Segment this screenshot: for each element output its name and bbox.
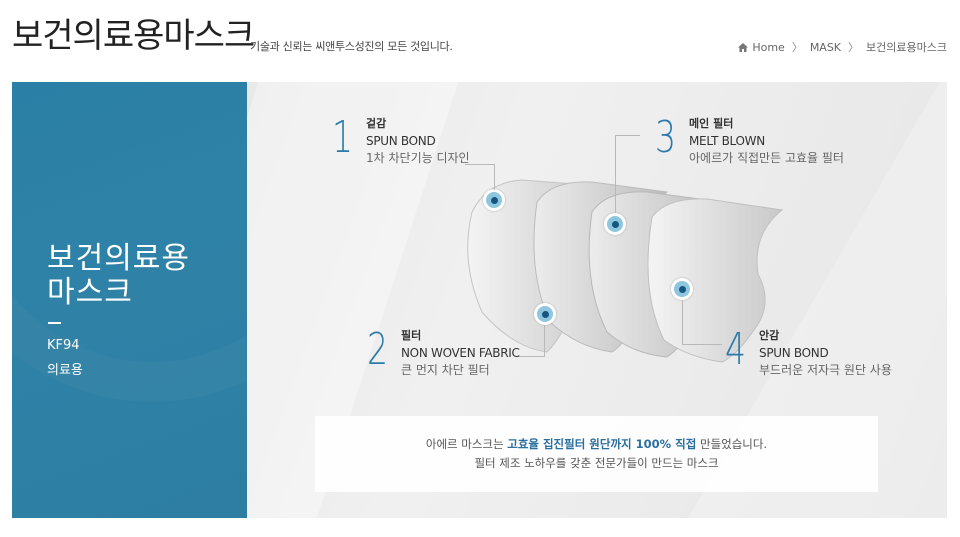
divider: [48, 322, 61, 324]
layer-diagram-panel: 1 겉감 SPUN BOND 1차 차단기능 디자인 2 필터 NON WOVE…: [247, 82, 947, 518]
layer-number: 1: [332, 112, 353, 163]
layer-description: 아에르가 직접만든 고효율 필터: [689, 151, 844, 165]
breadcrumb-separator: 〉: [791, 41, 803, 54]
layer-label-3: 3 메인 필터 MELT BLOWN 아에르가 직접만든 고효율 필터: [655, 116, 844, 167]
layer-name-ko: 필터: [401, 329, 422, 342]
leader-line-1: [465, 164, 495, 190]
layer-name-en: MELT BLOWN: [689, 134, 765, 148]
side-title-line2: 마스크: [47, 275, 133, 310]
breadcrumb-home[interactable]: Home: [752, 40, 785, 54]
side-title: 보건의료용 마스크: [47, 242, 190, 310]
usage-label: 의료용: [47, 363, 83, 378]
layer-name-en: SPUN BOND: [366, 134, 436, 148]
page-subtitle: 기술과 신뢰는 씨앤투스성진의 모든 것입니다.: [250, 40, 453, 53]
layer-2-marker[interactable]: [534, 303, 556, 325]
layer-name-en: NON WOVEN FABRIC: [401, 346, 520, 360]
leader-line-3: [615, 135, 640, 213]
side-panel: 보건의료용 마스크 KF94 의료용: [12, 82, 247, 518]
info-highlight: 고효율 집진필터 원단까지 100% 직접: [507, 437, 697, 451]
grade-label: KF94: [47, 338, 80, 353]
info-text: 만들었습니다.: [696, 437, 768, 451]
leader-line-2: [515, 325, 545, 357]
info-box: 아에르 마스크는 고효율 집진필터 원단까지 100% 직접 만들었습니다. 필…: [315, 416, 878, 492]
breadcrumb-separator: 〉: [848, 41, 860, 54]
info-line-2: 필터 제조 노하우를 갖춘 전문가들이 만드는 마스크: [474, 456, 719, 470]
layer-description: 큰 먼지 차단 필터: [401, 363, 490, 377]
layer-description: 부드러운 저자극 원단 사용: [759, 363, 892, 377]
product-hero: 보건의료용 마스크 KF94 의료용: [12, 82, 947, 518]
mask-layers-illustration: [467, 179, 784, 363]
layer-number: 4: [725, 324, 746, 375]
layer-name-en: SPUN BOND: [759, 346, 829, 360]
breadcrumb-mask[interactable]: MASK: [809, 40, 842, 54]
layer-label-2: 2 필터 NON WOVEN FABRIC 큰 먼지 차단 필터: [367, 328, 520, 379]
layer-name-ko: 메인 필터: [689, 117, 734, 130]
breadcrumb-current[interactable]: 보건의료용마스크: [866, 41, 947, 54]
side-title-line1: 보건의료용: [47, 241, 190, 276]
info-line-1: 아에르 마스크는 고효율 집진필터 원단까지 100% 직접 만들었습니다.: [315, 435, 878, 454]
page-title: 보건의료용마스크: [12, 16, 255, 56]
layer-3-marker[interactable]: [604, 213, 626, 235]
layer-number: 2: [367, 324, 388, 375]
page-header: 보건의료용마스크 기술과 신뢰는 씨앤투스성진의 모든 것입니다. Home 〉…: [0, 0, 960, 70]
leader-line-4: [682, 300, 722, 345]
layer-label-1: 1 겉감 SPUN BOND 1차 차단기능 디자인: [332, 116, 470, 167]
home-icon: [738, 42, 749, 52]
layer-label-4: 4 안감 SPUN BOND 부드러운 저자극 원단 사용: [725, 328, 892, 379]
layer-number: 3: [655, 112, 676, 163]
layer-4-marker[interactable]: [671, 278, 693, 300]
layer-description: 1차 차단기능 디자인: [366, 151, 470, 165]
info-text: 아에르 마스크는: [425, 437, 508, 451]
layer-1-marker[interactable]: [483, 189, 505, 211]
breadcrumb: Home 〉 MASK 〉 보건의료용마스크: [738, 39, 947, 55]
layer-name-ko: 안감: [759, 329, 780, 342]
layer-name-ko: 겉감: [366, 117, 387, 130]
